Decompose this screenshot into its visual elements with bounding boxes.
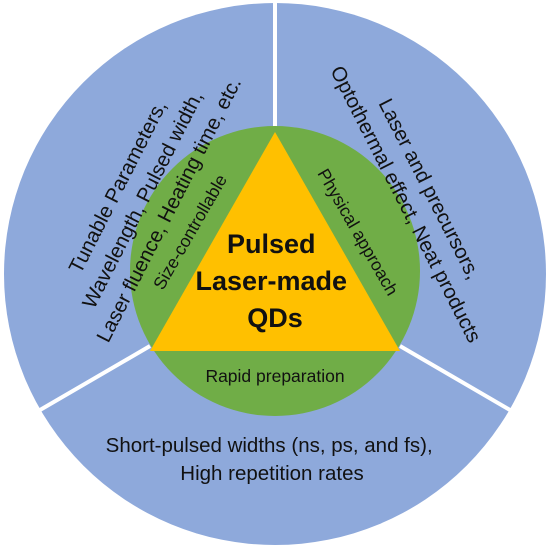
center-title-line-1: Pulsed [227, 229, 316, 259]
center-title-line-3: QDs [247, 303, 303, 333]
bottom-segment-line-2: High repetition rates [180, 462, 363, 485]
center-title-line-2: Laser-made [195, 266, 347, 296]
center-title: Pulsed Laser-made QDs [195, 229, 354, 333]
divider-lower-right [398, 344, 512, 412]
divider-lower-left [38, 344, 152, 412]
bottom-segment-text: Short-pulsed widths (ns, ps, and fs), Hi… [106, 434, 439, 485]
center-triangle [150, 132, 400, 351]
feature-bottom: Rapid preparation [205, 366, 344, 386]
bottom-segment-line-1: Short-pulsed widths (ns, ps, and fs), [106, 434, 433, 457]
